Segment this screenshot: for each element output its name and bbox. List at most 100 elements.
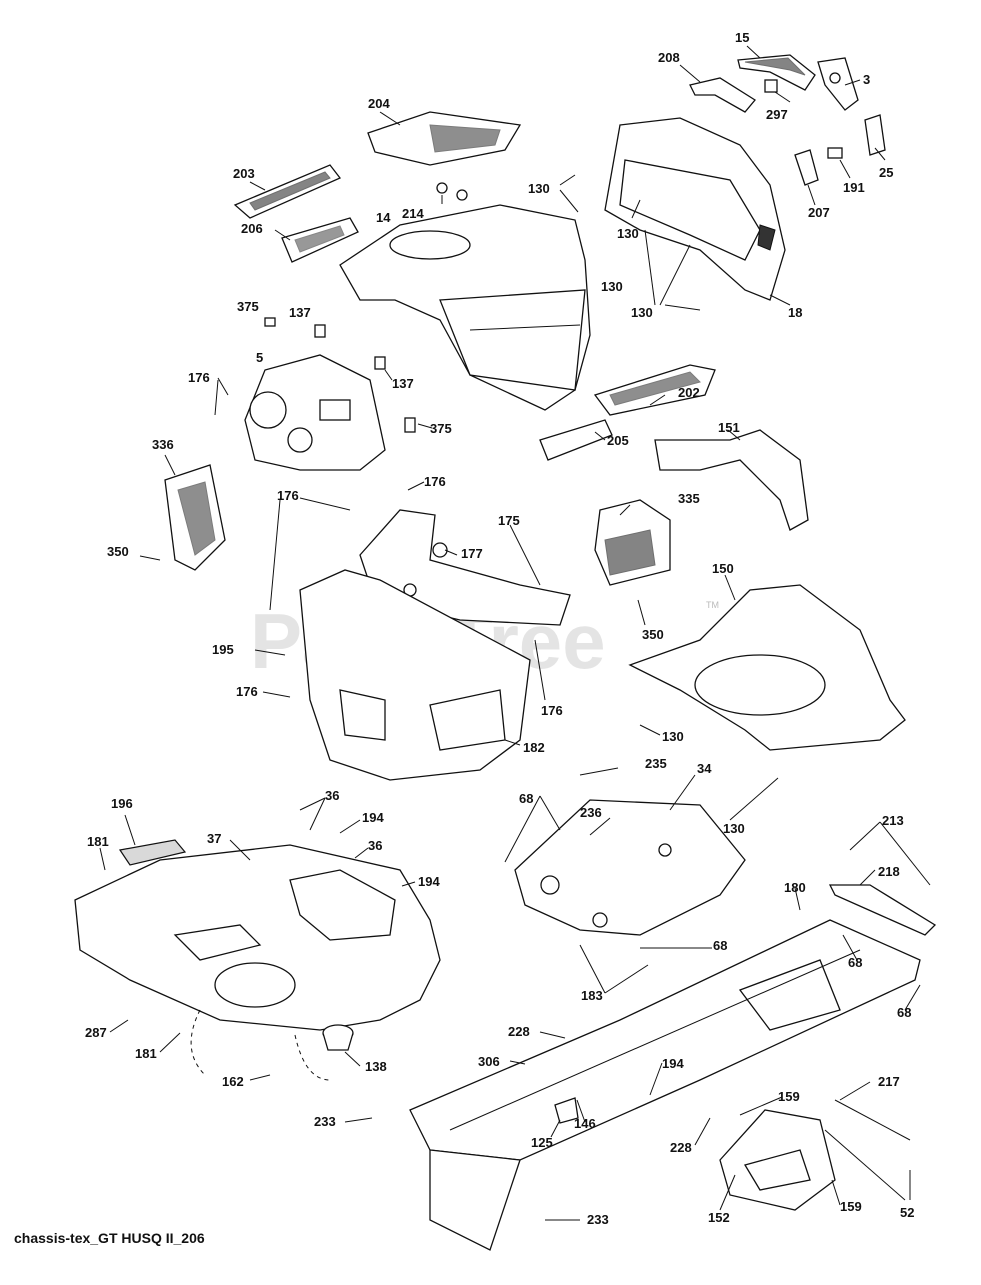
clip-375a	[264, 317, 276, 327]
callout-label-214: 214	[402, 206, 424, 221]
callout-label-162: 162	[222, 1074, 244, 1089]
callout-label-194: 194	[418, 874, 440, 889]
callout-label-228: 228	[670, 1140, 692, 1155]
callout-label-52: 52	[900, 1205, 914, 1220]
callout-label-217: 217	[878, 1074, 900, 1089]
callout-label-195: 195	[212, 642, 234, 657]
callout-label-130: 130	[528, 181, 550, 196]
cover-336	[164, 464, 226, 571]
callout-label-213: 213	[882, 813, 904, 828]
callout-labels: 1520832972519120720420321414130130130130…	[85, 30, 914, 1227]
callout-label-194: 194	[662, 1056, 684, 1071]
fender-37	[74, 844, 441, 1031]
hood-top-panel-204	[367, 111, 522, 166]
callout-label-297: 297	[766, 107, 788, 122]
bracket-151	[654, 429, 809, 531]
clip-137a	[314, 324, 326, 338]
callout-label-137: 137	[392, 376, 414, 391]
callout-label-287: 287	[85, 1025, 107, 1040]
mounting-plate-34	[514, 799, 746, 936]
callout-label-176: 176	[277, 488, 299, 503]
grille-insert-206	[281, 217, 359, 263]
grille-202	[593, 364, 716, 416]
callout-label-146: 146	[574, 1116, 596, 1131]
rod-217	[834, 1099, 911, 1141]
callout-label-235: 235	[645, 756, 667, 771]
bracket-3	[817, 57, 859, 111]
callout-label-375: 375	[237, 299, 259, 314]
trim-205	[539, 419, 613, 461]
callout-label-350: 350	[107, 544, 129, 559]
callout-label-176: 176	[188, 370, 210, 385]
callout-label-25: 25	[879, 165, 893, 180]
callout-label-137: 137	[289, 305, 311, 320]
callout-label-182: 182	[523, 740, 545, 755]
callout-label-202: 202	[678, 385, 700, 400]
callout-label-152: 152	[708, 1210, 730, 1225]
callout-label-218: 218	[878, 864, 900, 879]
headlight-lens-15	[737, 54, 816, 91]
callout-label-335: 335	[678, 491, 700, 506]
clip-125	[554, 1097, 579, 1124]
leader-dash-b	[294, 1034, 331, 1081]
callout-label-68: 68	[897, 1005, 911, 1020]
callout-label-36: 36	[368, 838, 382, 853]
callout-label-130: 130	[617, 226, 639, 241]
floor-pan-150	[628, 584, 906, 751]
callout-label-180: 180	[784, 880, 806, 895]
bracket-207	[794, 149, 819, 186]
callout-label-205: 205	[607, 433, 629, 448]
leader-dash-a	[190, 1009, 206, 1076]
clip-191	[827, 147, 843, 159]
hood-body-14	[339, 204, 591, 411]
callout-label-191: 191	[843, 180, 865, 195]
callout-label-37: 37	[207, 831, 221, 846]
callout-label-68: 68	[848, 955, 862, 970]
callout-label-196: 196	[111, 796, 133, 811]
front-nose-18	[604, 117, 786, 301]
bracket-208	[689, 77, 756, 113]
clip-375b	[404, 417, 416, 433]
bezel-25	[864, 114, 886, 156]
callout-label-206: 206	[241, 221, 263, 236]
callout-label-233: 233	[587, 1212, 609, 1227]
clip-297	[764, 79, 778, 93]
callout-label-236: 236	[580, 805, 602, 820]
callout-label-176: 176	[236, 684, 258, 699]
callout-label-15: 15	[735, 30, 749, 45]
callout-label-176: 176	[541, 703, 563, 718]
callout-label-3: 3	[863, 72, 870, 87]
callout-label-175: 175	[498, 513, 520, 528]
callout-label-233: 233	[314, 1114, 336, 1129]
leader-lines	[99, 45, 931, 1221]
callout-label-207: 207	[808, 205, 830, 220]
fastener-214	[436, 182, 468, 201]
callout-label-18: 18	[788, 305, 802, 320]
callout-label-194: 194	[362, 810, 384, 825]
frame-rail-180	[409, 919, 921, 1251]
grille-strip-203	[233, 164, 342, 219]
clip-137b	[374, 356, 386, 370]
callout-label-350: 350	[642, 627, 664, 642]
callout-label-34: 34	[697, 761, 712, 776]
callout-label-183: 183	[581, 988, 603, 1003]
callout-label-336: 336	[152, 437, 174, 452]
callout-label-14: 14	[376, 210, 391, 225]
bracket-218	[828, 884, 937, 936]
cover-335	[594, 499, 671, 586]
callout-label-138: 138	[365, 1059, 387, 1074]
callout-label-228: 228	[508, 1024, 530, 1039]
bracket-152	[719, 1109, 836, 1211]
diagram-caption: chassis-tex_GT HUSQ II_206	[14, 1230, 205, 1246]
callout-label-181: 181	[135, 1046, 157, 1061]
callout-label-125: 125	[531, 1135, 553, 1150]
watermark-trademark: TM	[706, 600, 719, 610]
panel-196	[118, 839, 187, 866]
callout-label-159: 159	[840, 1199, 862, 1214]
callout-label-68: 68	[519, 791, 533, 806]
callout-label-176: 176	[424, 474, 446, 489]
callout-label-375: 375	[430, 421, 452, 436]
front-panel-182	[299, 569, 531, 781]
